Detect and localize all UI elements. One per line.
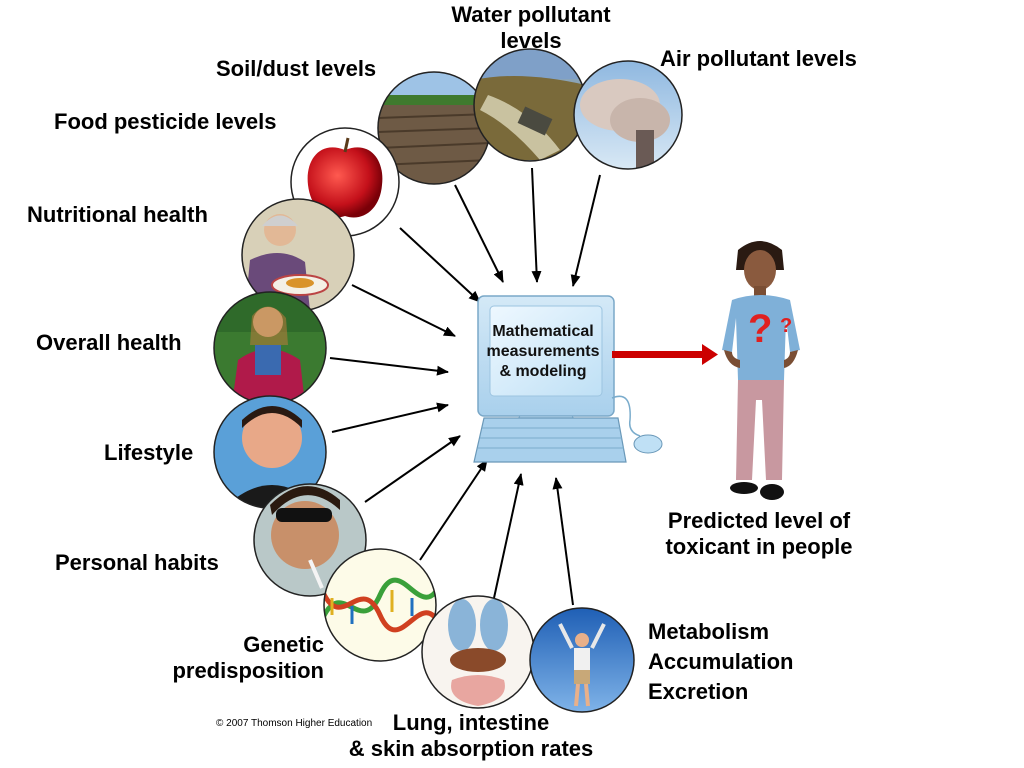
label-soil: Soil/dust levels [216,56,376,82]
arrow-nutrition [351,284,456,337]
copyright-notice: © 2007 Thomson Higher Education [216,718,373,729]
label-water-line-2: levels [500,28,562,53]
label-genetic: Genetic predisposition [120,632,324,684]
arrow-overall [329,357,449,376]
label-overall-line-1: Overall health [36,330,182,355]
label-food-line-1: Food pesticide levels [54,109,277,134]
label-habits: Personal habits [55,550,219,576]
label-genetic-line-2: predisposition [172,658,324,683]
question-mark-small: ? [780,315,792,337]
label-metabolism-line-2: Accumulation [648,649,794,674]
label-soil-line-1: Soil/dust levels [216,56,377,81]
hiker-arms-raised-photo [529,607,635,713]
label-nutrition: Nutritional health [27,202,208,228]
arrow-genetic [419,459,488,561]
label-water-line-1: Water pollutant [451,2,611,27]
input-arrows [329,167,601,606]
center-label: Mathematical measurements & modeling [466,322,620,382]
jogger-photo [213,291,327,405]
monitor-screen [489,305,603,397]
arrow-air [570,174,601,287]
keyboard [473,417,627,463]
arrow-soil [454,184,504,283]
label-absorption-line-2: & skin absorption rates [348,736,594,761]
label-lifestyle: Lifestyle [104,440,193,466]
arrow-metabolism [552,477,574,606]
output-arrow [612,344,718,365]
center-label-line-1: Mathematical [492,323,594,340]
label-output-line-2: toxicant in people [665,534,853,559]
label-habits-line-1: Personal habits [55,550,219,575]
label-output-line-1: Predicted level of [667,508,851,533]
person-figure: ? ? [722,241,800,500]
label-nutrition-line-1: Nutritional health [27,202,208,227]
label-absorption: Lung, intestine & skin absorption rates [316,710,626,762]
label-genetic-line-1: Genetic [243,632,324,657]
label-metabolism-line-3: Excretion [648,679,749,704]
center-label-line-3: & modeling [499,363,587,380]
question-mark-large: ? [748,307,772,351]
label-metabolism: Metabolism Accumulation Excretion [648,617,793,707]
human-organs-photo [421,595,535,709]
arrow-food [399,227,481,303]
computer-illustration [473,295,663,463]
smokestack-photo [573,60,683,170]
person-shirt [722,295,800,380]
water-pollution-photo [473,48,587,162]
mouse [633,434,663,454]
label-metabolism-line-1: Metabolism [648,619,770,644]
label-overall: Overall health [36,330,182,356]
label-water: Water pollutant levels [424,2,638,54]
label-absorption-line-1: Lung, intestine [392,710,550,735]
label-air-line-1: Air pollutant levels [660,46,857,71]
arrow-absorption [493,473,524,599]
label-output: Predicted level of toxicant in people [640,508,878,560]
label-food: Food pesticide levels [54,109,277,135]
arrow-lifestyle [331,402,449,433]
arrow-water [531,167,542,283]
center-label-line-2: measurements [486,343,600,360]
arrow-habits [364,435,461,503]
label-lifestyle-line-1: Lifestyle [104,440,194,465]
dna-helix-photo [323,548,437,662]
label-air: Air pollutant levels [660,46,857,72]
